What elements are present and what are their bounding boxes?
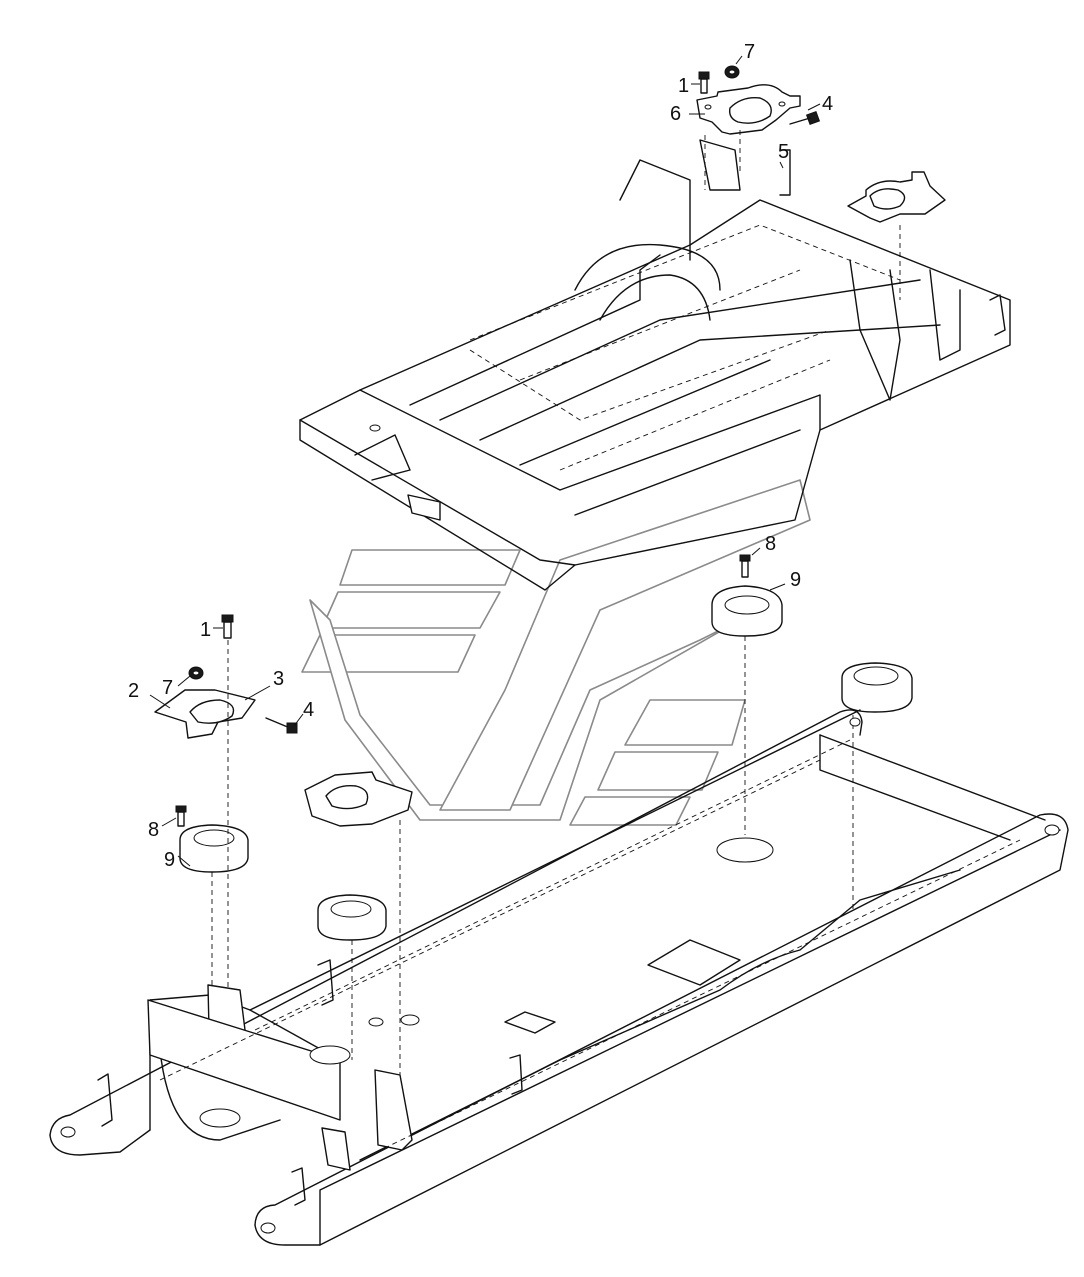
top-side-bolt — [789, 110, 821, 126]
callout-top-7: 7 — [744, 41, 755, 63]
top-clamp-plate — [696, 84, 801, 135]
callout-top-4: 4 — [822, 93, 833, 115]
watermark-logo — [301, 479, 811, 826]
upper-frame — [299, 139, 1011, 591]
left-nut — [188, 666, 204, 680]
callout-left-9: 9 — [164, 849, 175, 871]
callout-top-6: 6 — [670, 103, 681, 125]
left-spacer-ring — [179, 824, 249, 873]
left-side-bolt — [265, 717, 298, 734]
callout-top-5: 5 — [778, 141, 789, 163]
callout-top-1: 1 — [678, 75, 689, 97]
callout-mid-8: 8 — [765, 533, 776, 555]
left-spacer-ring-lower — [317, 894, 387, 941]
left-clamp-plate — [154, 689, 256, 739]
left-lower-clamp-plate — [304, 771, 413, 827]
leader-lines — [149, 55, 821, 867]
callout-left-2: 2 — [128, 680, 139, 702]
lower-chassis-frame — [49, 709, 1069, 1246]
right-spacer-ring-lower — [841, 662, 913, 713]
callout-left-8: 8 — [148, 819, 159, 841]
callout-left-1: 1 — [200, 619, 211, 641]
mid-spacer-ring — [711, 585, 783, 637]
top-bolt — [698, 71, 710, 94]
callout-left-4: 4 — [303, 699, 314, 721]
top-nut — [724, 65, 740, 79]
left-bolt — [221, 614, 234, 639]
left-bolt-2 — [175, 805, 187, 827]
callout-left-7: 7 — [162, 677, 173, 699]
upper-clamp-plate-right — [847, 171, 946, 223]
callout-left-3: 3 — [273, 668, 284, 690]
mid-bolt — [739, 554, 751, 578]
callout-labels: 1 7 6 4 5 8 9 1 2 7 3 4 8 9 — [128, 41, 833, 871]
callout-mid-9: 9 — [790, 569, 801, 591]
